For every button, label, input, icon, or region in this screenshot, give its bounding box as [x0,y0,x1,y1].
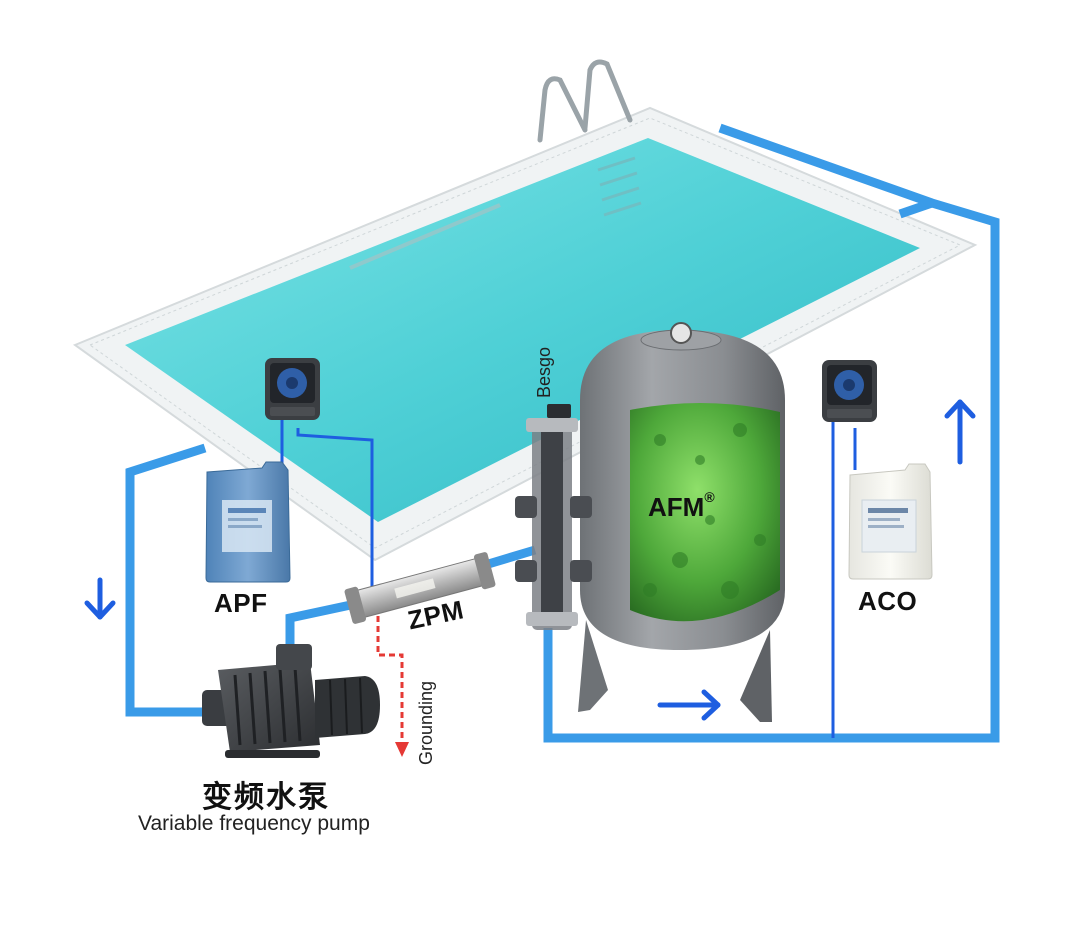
pool-ladder [537,59,633,143]
afm-label: AFM® [648,489,715,523]
pump-label-chinese: 变频水泵 [202,780,330,815]
pool-steps [597,156,642,217]
zpm-unit [344,552,496,624]
besgo-valve [515,404,592,630]
pressure-gauge-icon [670,322,692,344]
swimming-pool [72,59,978,562]
afm-registered-mark: ® [704,489,715,505]
pool-handrail [349,203,501,270]
dosing-pump-aco [822,360,877,422]
arrow-down-icon [84,577,116,620]
filter-tank [578,322,785,722]
circulation-pipes [125,123,1000,743]
afm-media-cutaway [630,402,780,622]
grounding-arrow-icon [395,742,409,757]
apf-canister [205,461,291,583]
grounding-line [376,606,409,757]
dosing-lines [280,418,857,738]
aco-label: ACO [858,586,918,616]
arrow-right-icon [657,689,721,721]
flow-arrows [84,399,976,721]
afm-label-text: AFM [648,492,705,522]
grounding-label: Grounding [416,680,436,765]
dosing-pump-apf [265,358,320,420]
aco-canister [848,463,933,580]
variable-frequency-pump [202,644,380,758]
besgo-label: Besgo [534,346,554,398]
pump-label-english: Variable frequency pump [138,812,370,835]
apf-label: APF [214,588,268,618]
arrow-up-icon [944,399,976,465]
